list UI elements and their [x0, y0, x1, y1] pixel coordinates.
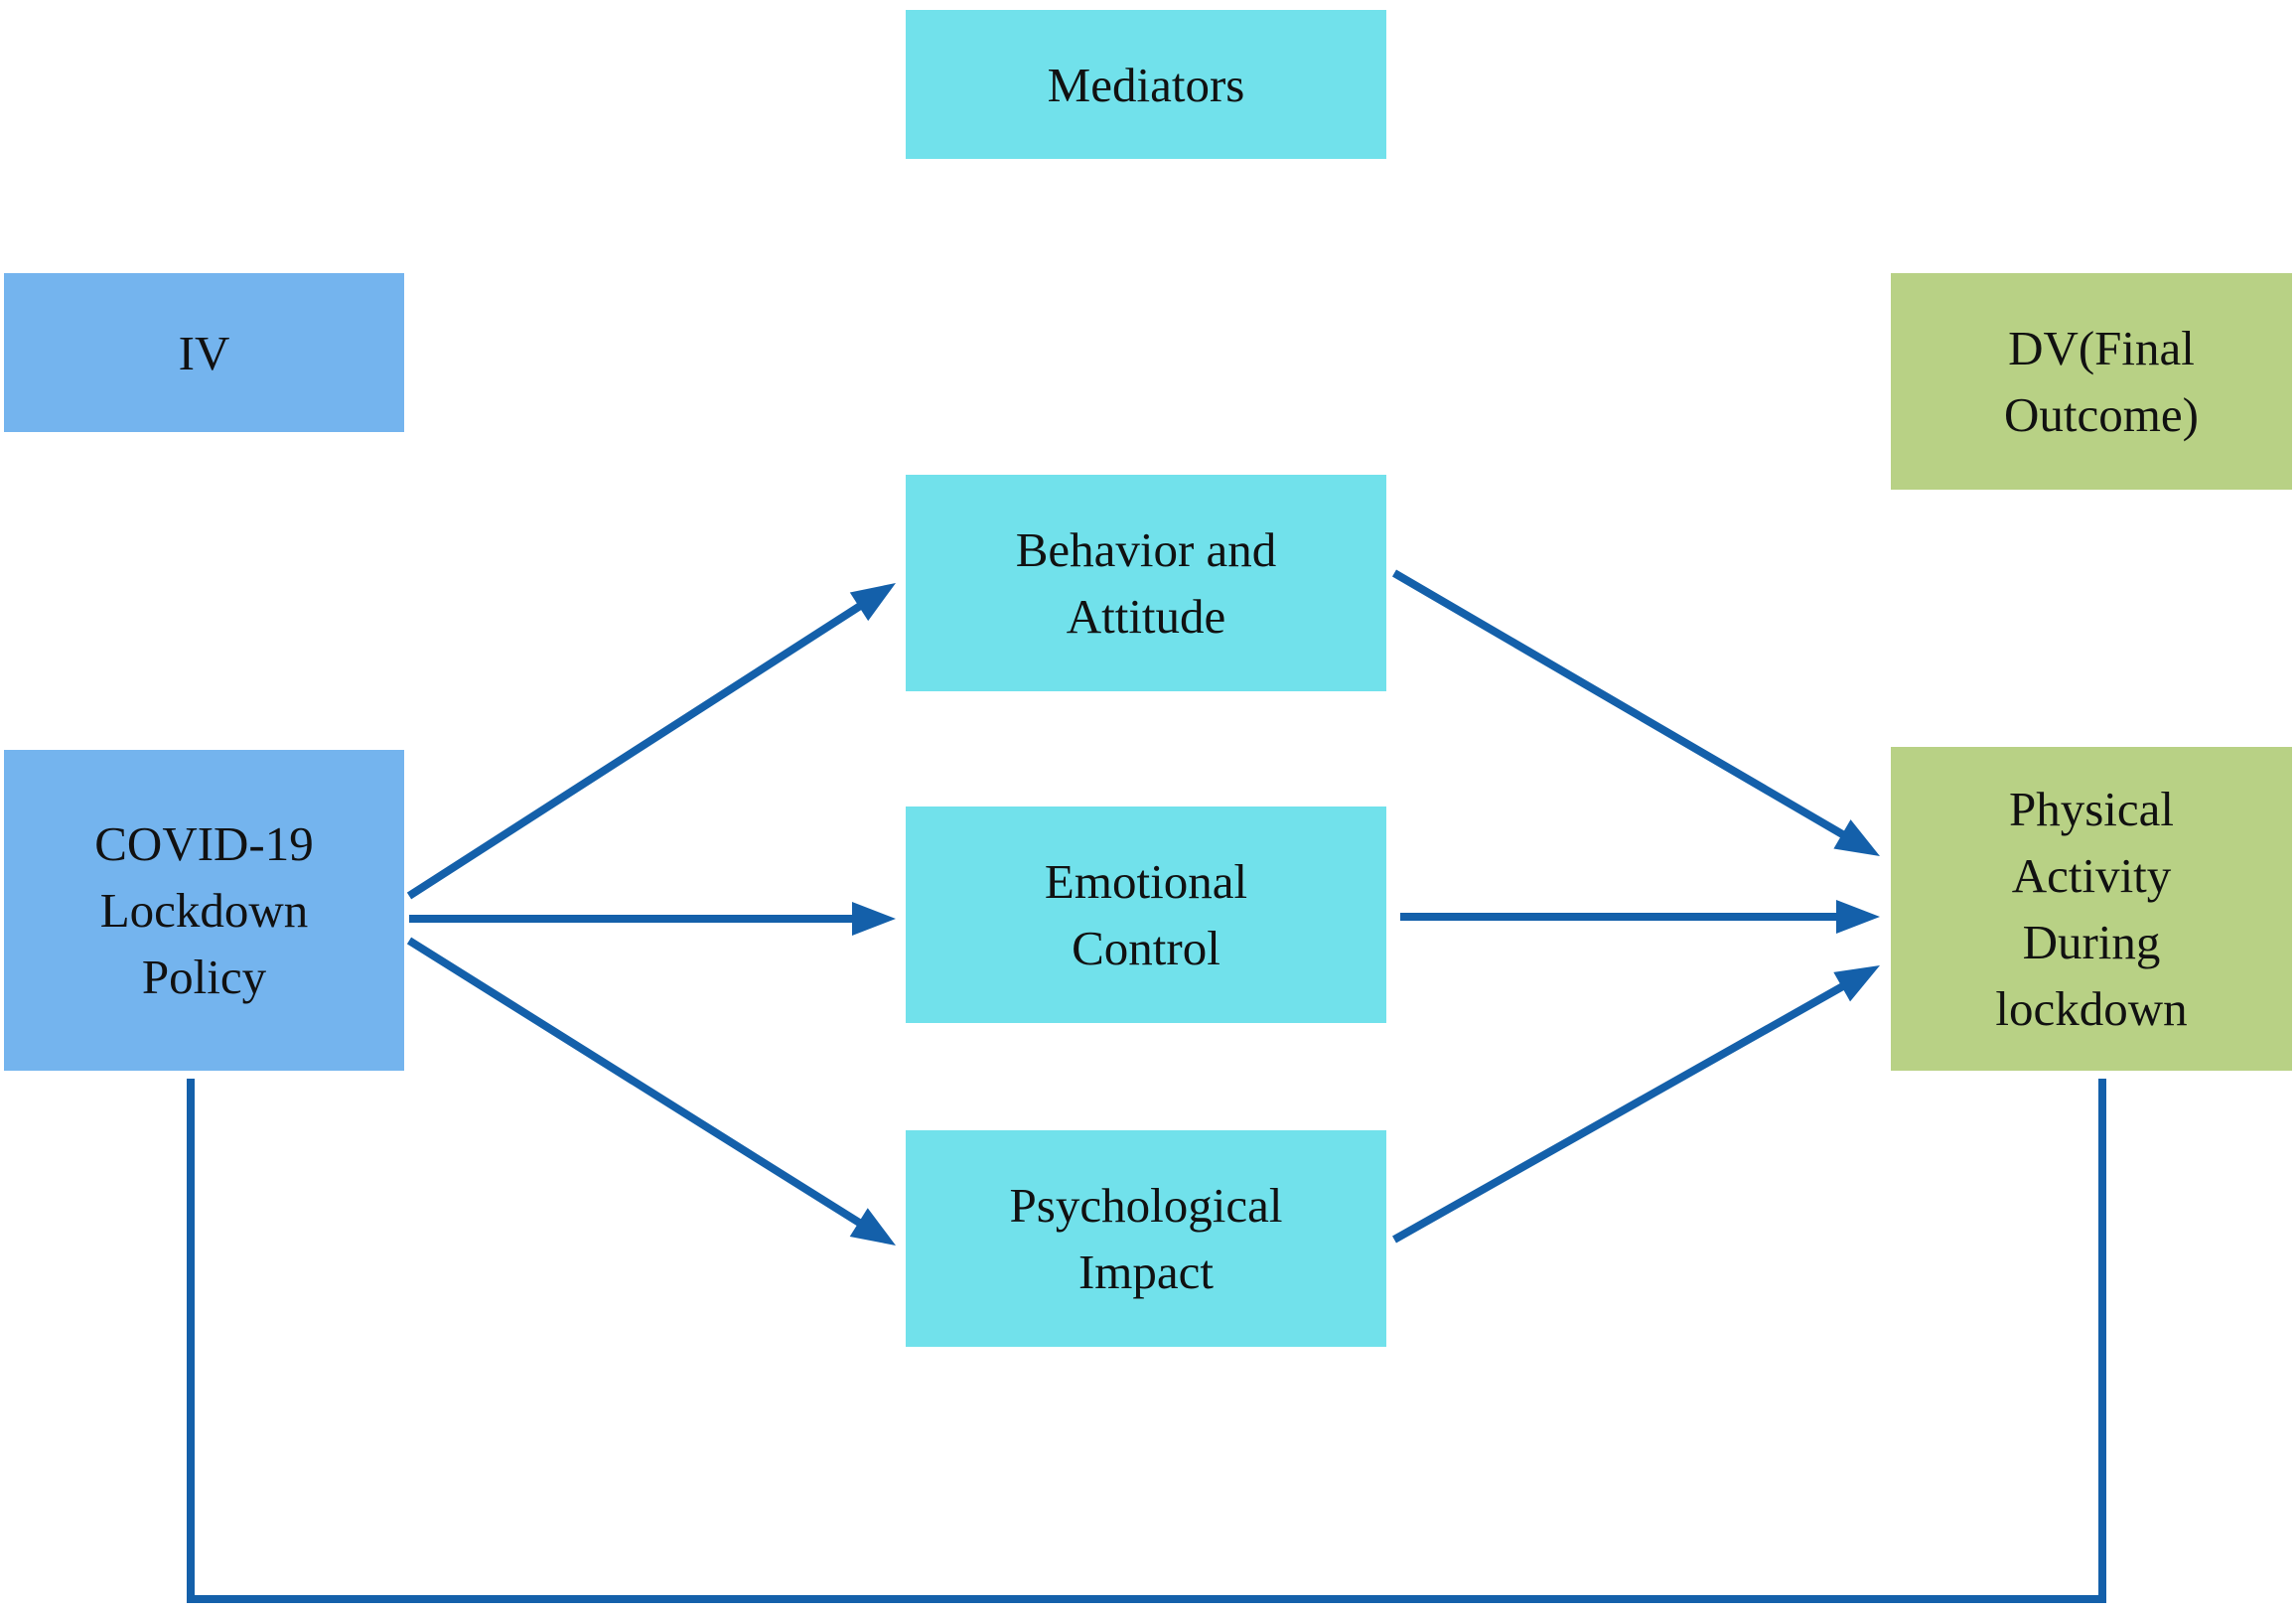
box-text-line: Behavior and [1015, 522, 1277, 577]
box-text-line: DV(Final [2008, 321, 2195, 375]
box-text-line: Lockdown [99, 883, 309, 938]
box-text-line: Outcome) [2004, 387, 2199, 442]
edge-behavior-to-dv-line [1391, 569, 1848, 840]
edge-behavior-to-dv-arrowhead [1833, 819, 1880, 856]
edge-iv-to-emotional-arrowhead [852, 902, 896, 936]
mediators-header: Mediators [906, 10, 1386, 159]
edge-psychological-to-dv-arrowhead [1833, 965, 1880, 1002]
edge-iv-to-behavior-line [406, 601, 865, 900]
box-text-line: Psychological [1009, 1178, 1283, 1233]
box-text-line: Control [1072, 921, 1220, 975]
box-text-line: Attitude [1066, 589, 1226, 644]
edge-psychological-to-dv-line [1392, 981, 1848, 1244]
box-text-line: COVID-19 [94, 816, 314, 871]
iv-header: IV [4, 273, 404, 432]
edge-iv-to-behavior-arrowhead [849, 583, 896, 622]
edge-iv-to-psychological-arrowhead [849, 1208, 896, 1246]
edges-layer [187, 569, 2106, 1603]
box-text-line: Policy [141, 950, 267, 1004]
box-text-line: Emotional [1044, 854, 1248, 909]
box-text-line: IV [178, 325, 230, 380]
box-text-line: lockdown [1995, 981, 2188, 1036]
box-text-line: Physical [2008, 782, 2175, 836]
edge-emotional-to-dv-arrowhead [1836, 900, 1880, 934]
edge-iv-to-psychological-line [406, 937, 865, 1229]
box-text-line: During [2022, 915, 2161, 969]
box-text-line: Activity [2011, 848, 2172, 903]
box-text-line: Mediators [1047, 57, 1245, 112]
box-text-line: Impact [1077, 1245, 1215, 1299]
edge-iv-to-dv-direct-path [187, 1079, 2106, 1603]
